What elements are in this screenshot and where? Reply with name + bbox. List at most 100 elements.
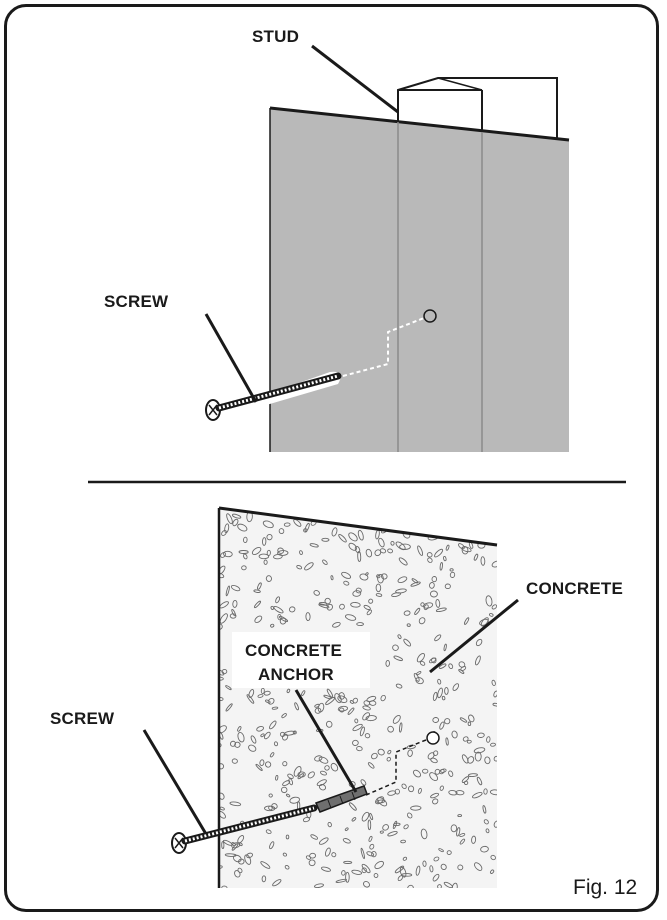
concrete-speckle <box>437 884 442 888</box>
concrete-speckle <box>429 512 437 518</box>
concrete-speckle <box>410 805 422 811</box>
stud-drywall-illustration <box>205 77 570 452</box>
concrete-speckle <box>280 786 288 794</box>
concrete-speckle <box>319 837 329 845</box>
concrete-speckle <box>435 607 447 612</box>
concrete-speckle <box>259 759 265 767</box>
concrete-speckle <box>270 623 275 628</box>
concrete-speckle <box>351 817 357 822</box>
concrete-speckle <box>364 733 371 739</box>
concrete-speckle <box>253 600 262 609</box>
concrete-speckle <box>379 548 387 554</box>
concrete-speckle <box>262 520 274 529</box>
concrete-speckle <box>223 550 233 558</box>
concrete-speckle <box>251 546 262 556</box>
concrete-speckle <box>286 688 291 694</box>
concrete-speckle <box>269 841 275 850</box>
concrete-speckle <box>269 720 277 730</box>
concrete-speckle <box>263 731 271 740</box>
concrete-speckle <box>476 776 483 786</box>
concrete-speckle <box>357 529 364 541</box>
concrete-label: CONCRETE <box>526 579 623 598</box>
concrete-speckle <box>399 866 407 878</box>
concrete-speckle <box>436 508 446 515</box>
concrete-speckle <box>387 831 398 837</box>
concrete-speckle <box>352 697 358 704</box>
concrete-speckle <box>439 561 443 571</box>
concrete-speckle <box>438 663 447 669</box>
concrete-speckle <box>244 854 252 865</box>
concrete-speckle <box>302 816 311 823</box>
concrete-speckle <box>269 752 275 758</box>
concrete-speckle <box>482 805 487 814</box>
concrete-speckle <box>296 565 303 570</box>
concrete-speckle <box>320 770 327 776</box>
concrete-speckle <box>459 833 466 837</box>
concrete-leader-line <box>429 598 519 674</box>
concrete-speckle <box>282 852 288 857</box>
concrete-speckle <box>343 860 353 864</box>
concrete-speckle <box>443 643 447 652</box>
concrete-speckle <box>371 752 378 760</box>
concrete-speckle <box>417 545 424 556</box>
concrete-speckle <box>452 683 460 691</box>
concrete-speckle <box>423 604 429 611</box>
concrete-speckle <box>363 604 371 611</box>
concrete-speckle <box>432 717 440 723</box>
concrete-speckle <box>490 508 496 510</box>
concrete-speckle <box>331 527 338 537</box>
concrete-speckle <box>278 528 285 535</box>
concrete-speckle <box>257 694 264 698</box>
concrete-speckle <box>255 763 263 771</box>
concrete-speckle <box>368 511 374 517</box>
concrete-speckle <box>429 582 435 589</box>
concrete-speckle <box>363 881 370 888</box>
concrete-speckle <box>352 723 363 732</box>
concrete-speckle <box>434 548 444 558</box>
concrete-speckle <box>221 841 225 850</box>
concrete-speckle <box>221 530 227 536</box>
concrete-speckle <box>219 810 226 819</box>
concrete-speckle <box>374 860 384 870</box>
concrete-speckle <box>232 854 242 863</box>
concrete-speckle <box>288 606 296 613</box>
concrete-speckle <box>420 828 428 840</box>
drywall-panel <box>270 108 569 452</box>
concrete-speckle <box>327 821 332 828</box>
concrete-speckle <box>446 850 452 855</box>
concrete-speckle <box>493 820 497 828</box>
concrete-speckle <box>308 859 316 867</box>
concrete-speckle <box>338 533 347 543</box>
concrete-speckle <box>359 726 365 737</box>
concrete-speckle <box>237 726 242 732</box>
anchor-hole <box>426 731 440 745</box>
concrete-speckle <box>493 690 497 698</box>
screw-top-leader-line <box>204 313 258 403</box>
concrete-speckle <box>237 731 245 743</box>
concrete-speckle <box>381 573 388 580</box>
concrete-speckle <box>415 865 421 876</box>
concrete-speckle <box>392 820 398 830</box>
concrete-speckle <box>387 790 397 796</box>
concrete-speckle <box>219 697 224 702</box>
concrete-speckle <box>220 552 227 558</box>
concrete-speckle <box>265 699 271 704</box>
concrete-speckle <box>356 746 363 752</box>
concrete-speckle <box>266 533 273 541</box>
concrete-speckle <box>288 778 294 786</box>
concrete-speckle <box>258 553 270 560</box>
concrete-speckle <box>491 679 496 686</box>
concrete-speckle <box>457 864 464 871</box>
concrete-speckle <box>385 659 390 667</box>
concrete-speckle <box>467 756 475 764</box>
concrete-speckle <box>458 669 465 674</box>
concrete-speckle <box>357 550 362 563</box>
concrete-speckle <box>282 761 288 767</box>
concrete-speckle <box>407 884 414 888</box>
concrete-speckle <box>282 780 291 787</box>
concrete-speckle <box>254 615 263 623</box>
concrete-speckle <box>304 562 314 571</box>
concrete-speckle <box>231 843 239 851</box>
concrete-speckle <box>450 824 458 833</box>
concrete-speckle <box>326 603 333 611</box>
